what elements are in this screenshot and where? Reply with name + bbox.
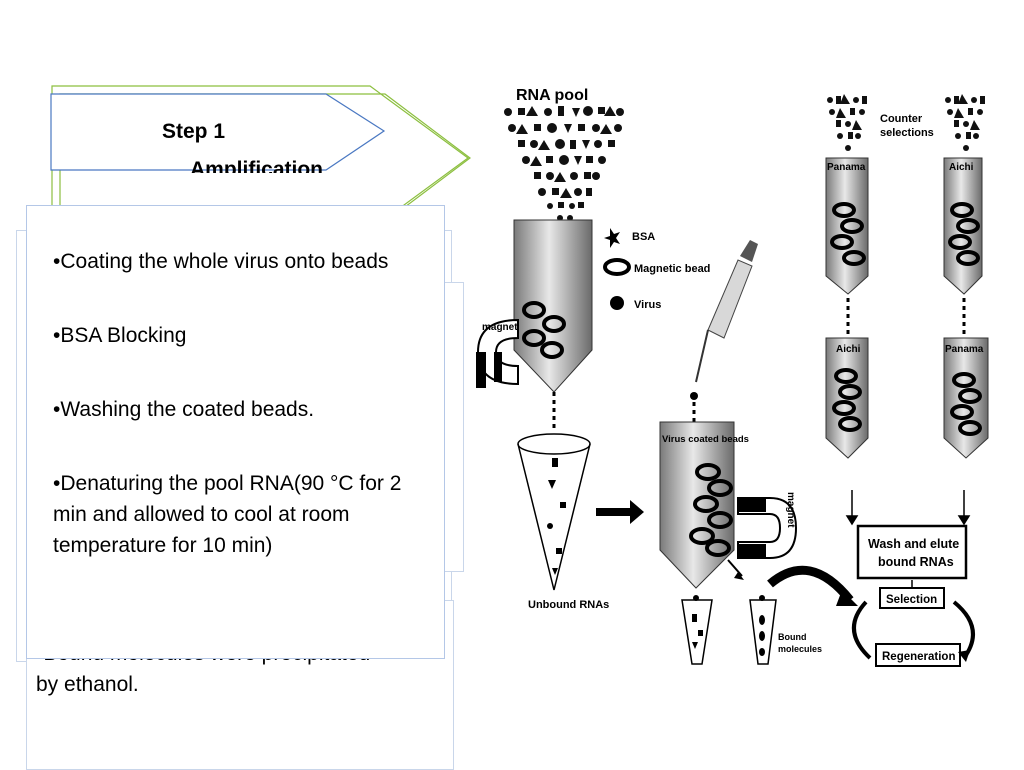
bound-label-1: Bound (778, 632, 807, 642)
front-arrow-shape (50, 93, 386, 171)
wash-label-2: bound RNAs (878, 555, 954, 569)
rna-pool-shapes: RNA pool (504, 87, 624, 221)
bullet-washing: •Washing the coated beads. (53, 398, 315, 421)
step-back-label: Amplification (190, 158, 324, 181)
legend-bead: Magnetic bead (634, 263, 710, 275)
aichi-tube-2: Aichi (825, 337, 869, 459)
bullet-denaturing: •Denaturing the pool RNA(90 °C for 2 min… (53, 472, 402, 557)
selex-diagram: RNA pool magnet BSA Magnetic bead (476, 87, 989, 667)
virus-coated-label: Virus coated beads (662, 434, 749, 445)
bullet-coating: •Coating the whole virus onto beads (53, 250, 389, 273)
step-front-label: Step 1 (162, 120, 226, 143)
pipette-icon (690, 240, 758, 422)
diagram-legend: BSA Magnetic bead Virus (603, 228, 710, 311)
panama-tube-1: Panama (825, 157, 869, 334)
selection-label: Selection (886, 594, 937, 606)
back-card-line-2: by ethanol. (36, 673, 139, 696)
regeneration-label: Regeneration (882, 651, 956, 663)
counter-label-2: selections (880, 127, 934, 139)
bullet-bsa-blocking: •BSA Blocking (53, 324, 187, 347)
legend-bsa: BSA (632, 231, 655, 243)
magnet-left: magnet (476, 318, 519, 388)
magnet-right: magnet (737, 492, 798, 559)
virus-icon (610, 296, 624, 310)
aichi-label-1: Aichi (949, 162, 974, 173)
bsa-icon (604, 228, 620, 248)
curved-arrow (767, 565, 854, 603)
panama-tube-2: Panama (943, 337, 989, 459)
panama-label-2: Panama (945, 344, 984, 355)
rna-pool-label: RNA pool (516, 87, 588, 104)
back-arrow-shape-2 (59, 93, 471, 223)
counter-label-1: Counter (880, 113, 923, 125)
selection-box (879, 587, 945, 609)
regeneration-box (875, 643, 961, 667)
aichi-label-2: Aichi (836, 344, 861, 355)
right-arrow (596, 500, 644, 524)
legend-virus: Virus (634, 299, 661, 311)
virus-coated-tube: Virus coated beads (659, 421, 749, 589)
bound-label-2: molecules (778, 644, 822, 654)
step-header (40, 80, 480, 231)
bead-icon (603, 258, 631, 276)
step-arrows (50, 85, 471, 231)
front-card: •Coating the whole virus onto beads •BSA… (26, 205, 445, 659)
small-tubes: Bound molecules (681, 559, 822, 665)
unbound-funnel: Unbound RNAs (517, 433, 609, 611)
wash-elute-box (856, 524, 968, 580)
cycle-arrow-left (851, 600, 872, 660)
panama-label-1: Panama (827, 162, 866, 173)
unbound-label: Unbound RNAs (528, 599, 609, 611)
aichi-tube-1: Aichi (943, 157, 983, 334)
counter-selection-shapes (827, 94, 985, 151)
magnet-label-right: magnet (785, 492, 796, 528)
magnet-label-left: magnet (482, 322, 518, 333)
connector-lines (845, 490, 971, 526)
main-tube (513, 219, 593, 432)
wash-label-1: Wash and elute (868, 537, 959, 551)
